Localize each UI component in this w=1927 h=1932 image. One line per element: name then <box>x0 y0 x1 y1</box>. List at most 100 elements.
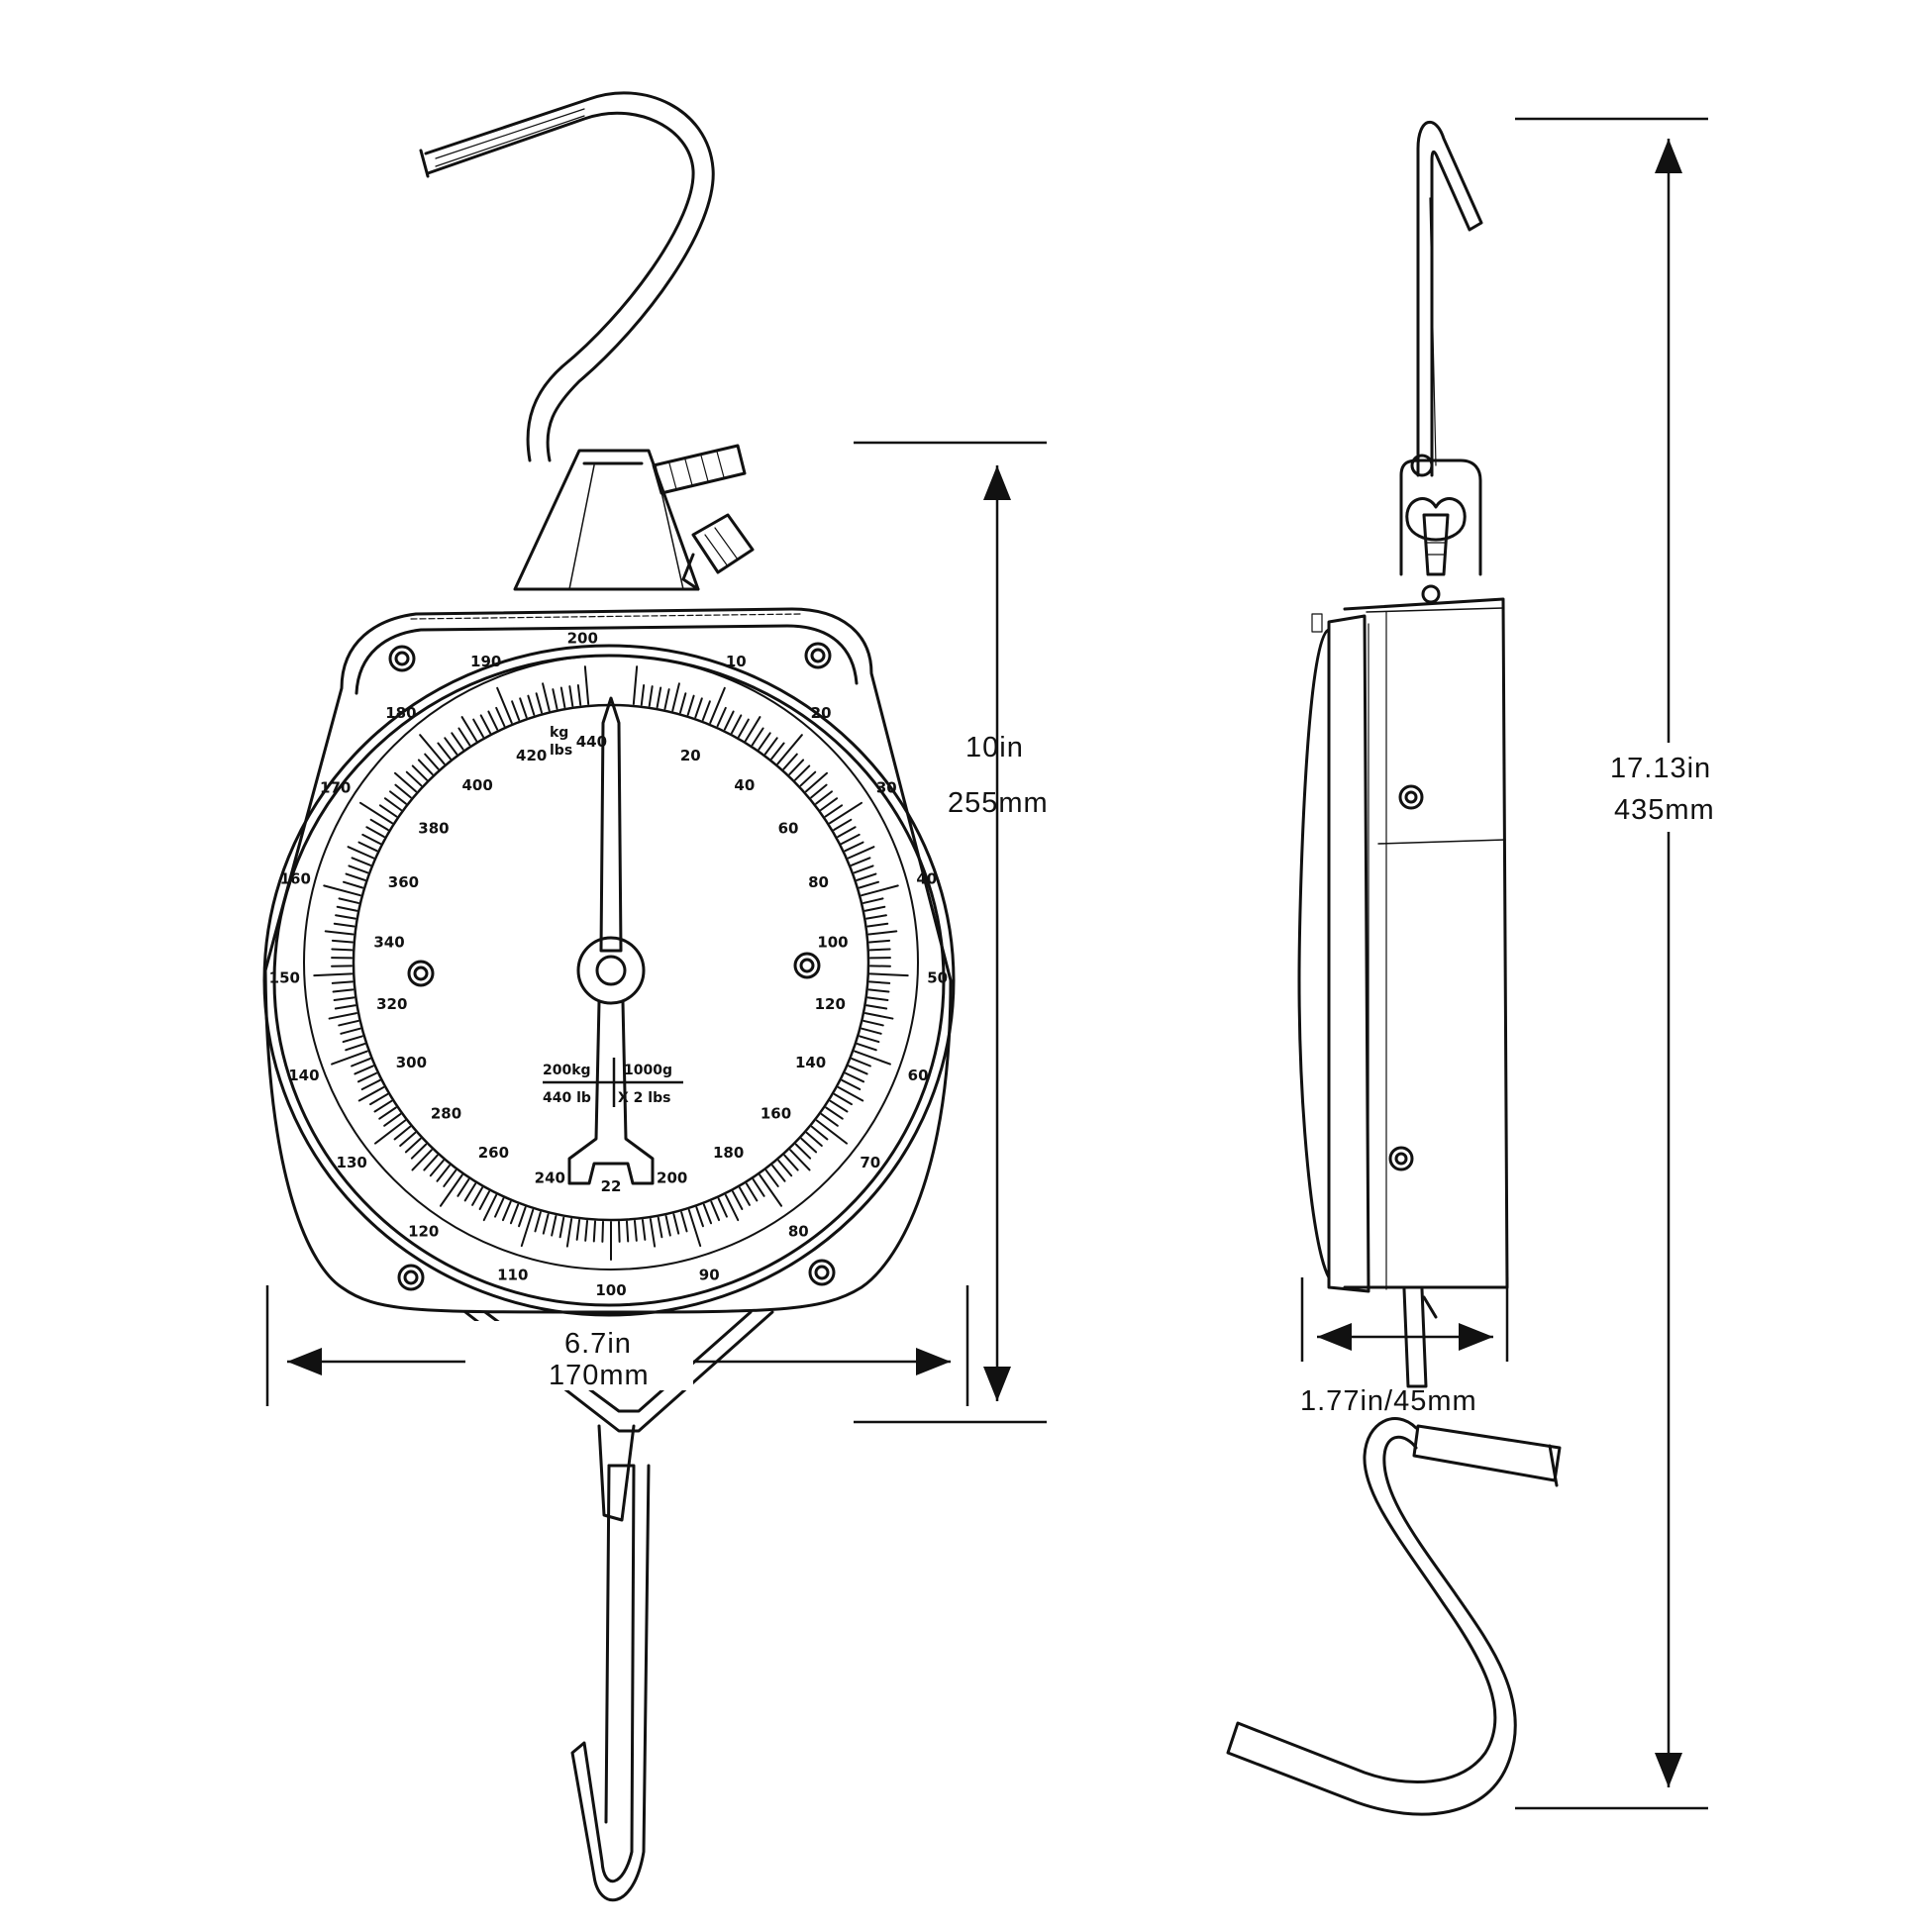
dial-tick <box>519 1207 526 1226</box>
height-mm-label: 255mm <box>948 787 1049 819</box>
dial-tick <box>578 685 580 705</box>
dial-tick <box>842 1080 860 1089</box>
dial-tick <box>340 898 358 903</box>
dial-lbs-label: 60 <box>778 820 799 838</box>
dial-tick <box>688 696 694 715</box>
dial-tick <box>664 689 668 709</box>
dial-tick <box>594 1222 595 1242</box>
dial-tick <box>826 805 843 816</box>
dial-tick <box>860 882 878 888</box>
dial-tick <box>703 701 710 720</box>
scale-housing <box>264 609 954 1315</box>
dial-tick <box>358 1073 376 1082</box>
dial-tick <box>866 1005 886 1008</box>
dial-tick <box>766 1170 778 1186</box>
dial-tick <box>560 1218 564 1238</box>
dial-tick <box>852 1059 870 1066</box>
dial-tick <box>420 735 444 763</box>
dial-labels: 1020304050607080901001101201301401501601… <box>269 629 948 1299</box>
capacity-kg-label: 200kg <box>543 1063 591 1078</box>
dial-tick <box>634 666 637 704</box>
dial-tick <box>710 688 725 723</box>
dial-tick <box>352 1059 370 1066</box>
dial-tick <box>673 1214 678 1233</box>
dial-lbs-label: 80 <box>808 873 829 891</box>
dial-tick <box>412 1145 426 1159</box>
dial-lbs-label: 300 <box>396 1054 427 1071</box>
side-housing <box>1299 586 1507 1291</box>
dial-tick <box>817 1120 847 1143</box>
dial-tick <box>849 847 874 858</box>
dial-tick <box>680 693 685 712</box>
dial-tick <box>577 1220 579 1240</box>
dial-tick <box>481 715 490 733</box>
dial-tick <box>635 1221 637 1241</box>
dial-tick <box>412 1150 431 1169</box>
dial-tick <box>334 989 354 991</box>
dial-tick <box>870 973 908 975</box>
dial-tick <box>585 666 588 704</box>
dial-tick <box>366 827 383 837</box>
dial-tick <box>441 1175 462 1206</box>
dial-tick <box>739 720 749 737</box>
dial-lbs-label: 22 <box>601 1177 622 1195</box>
dial-tick <box>711 1202 719 1220</box>
dial-tick <box>496 708 504 726</box>
total-height-in-label: 17.13in <box>1610 753 1711 784</box>
dial-kg-label: 90 <box>699 1267 720 1284</box>
dial-tick <box>326 931 354 934</box>
dial-tick <box>324 885 360 895</box>
dial-tick <box>314 973 352 975</box>
dial-tick <box>681 1212 686 1231</box>
dial-tick <box>431 1161 444 1175</box>
dial-lbs-label: 440 <box>576 733 607 751</box>
dial-lbs-label: 280 <box>431 1104 461 1122</box>
dial-tick <box>341 1029 359 1034</box>
dial-lbs-label: 40 <box>734 776 755 794</box>
dial-tick <box>537 693 542 712</box>
dial-lbs-label: 200 <box>657 1169 687 1186</box>
dial-lbs-label: 400 <box>462 776 493 794</box>
dial-tick <box>349 847 374 858</box>
dial-tick <box>725 712 734 730</box>
dial-tick <box>753 728 763 745</box>
dial-tick <box>866 915 886 918</box>
dial-lbs-label: 180 <box>713 1144 744 1162</box>
dial-center-text: 200kg 1000g 440 lb X 2 lbs kg lbs <box>543 725 683 1107</box>
dial-tick <box>821 798 837 810</box>
graduation-lbs-label: X 2 lbs <box>618 1090 670 1106</box>
dial-tick <box>552 1216 556 1236</box>
dial-tick <box>822 1114 838 1126</box>
dial-tick <box>831 1101 848 1112</box>
dial-tick <box>497 688 512 723</box>
dial-tick <box>384 1114 400 1126</box>
dial-tick <box>362 1080 380 1089</box>
dial-tick <box>658 688 661 708</box>
dial-kg-label: 190 <box>470 653 501 670</box>
bottom-hook <box>572 1466 649 1900</box>
dial-tick <box>795 765 809 779</box>
dial-tick <box>344 882 362 888</box>
dial-tick <box>445 738 456 754</box>
side-bracket <box>1401 456 1480 574</box>
side-top-hook <box>1418 122 1481 475</box>
dial-tick <box>567 1219 571 1247</box>
unit-lbs-label: lbs <box>550 743 572 759</box>
unit-kg-label: kg <box>550 725 568 741</box>
front-view <box>264 93 954 1900</box>
dial-tick <box>339 1021 357 1025</box>
dial-tick <box>796 1145 810 1159</box>
dial-lbs-label: 320 <box>376 995 407 1013</box>
dial-tick <box>358 843 376 852</box>
height-in-label: 10in <box>965 732 1024 763</box>
dial-tick <box>458 728 469 745</box>
dial-lbs-label: 100 <box>817 934 848 952</box>
dial-tick <box>733 1191 742 1209</box>
dial-tick <box>503 1202 511 1220</box>
dial-tick <box>375 1101 392 1112</box>
dial-tick <box>355 1066 372 1073</box>
side-bottom-hook <box>1228 1419 1560 1815</box>
dial-tick <box>535 1212 540 1231</box>
dial-tick <box>740 1187 750 1204</box>
